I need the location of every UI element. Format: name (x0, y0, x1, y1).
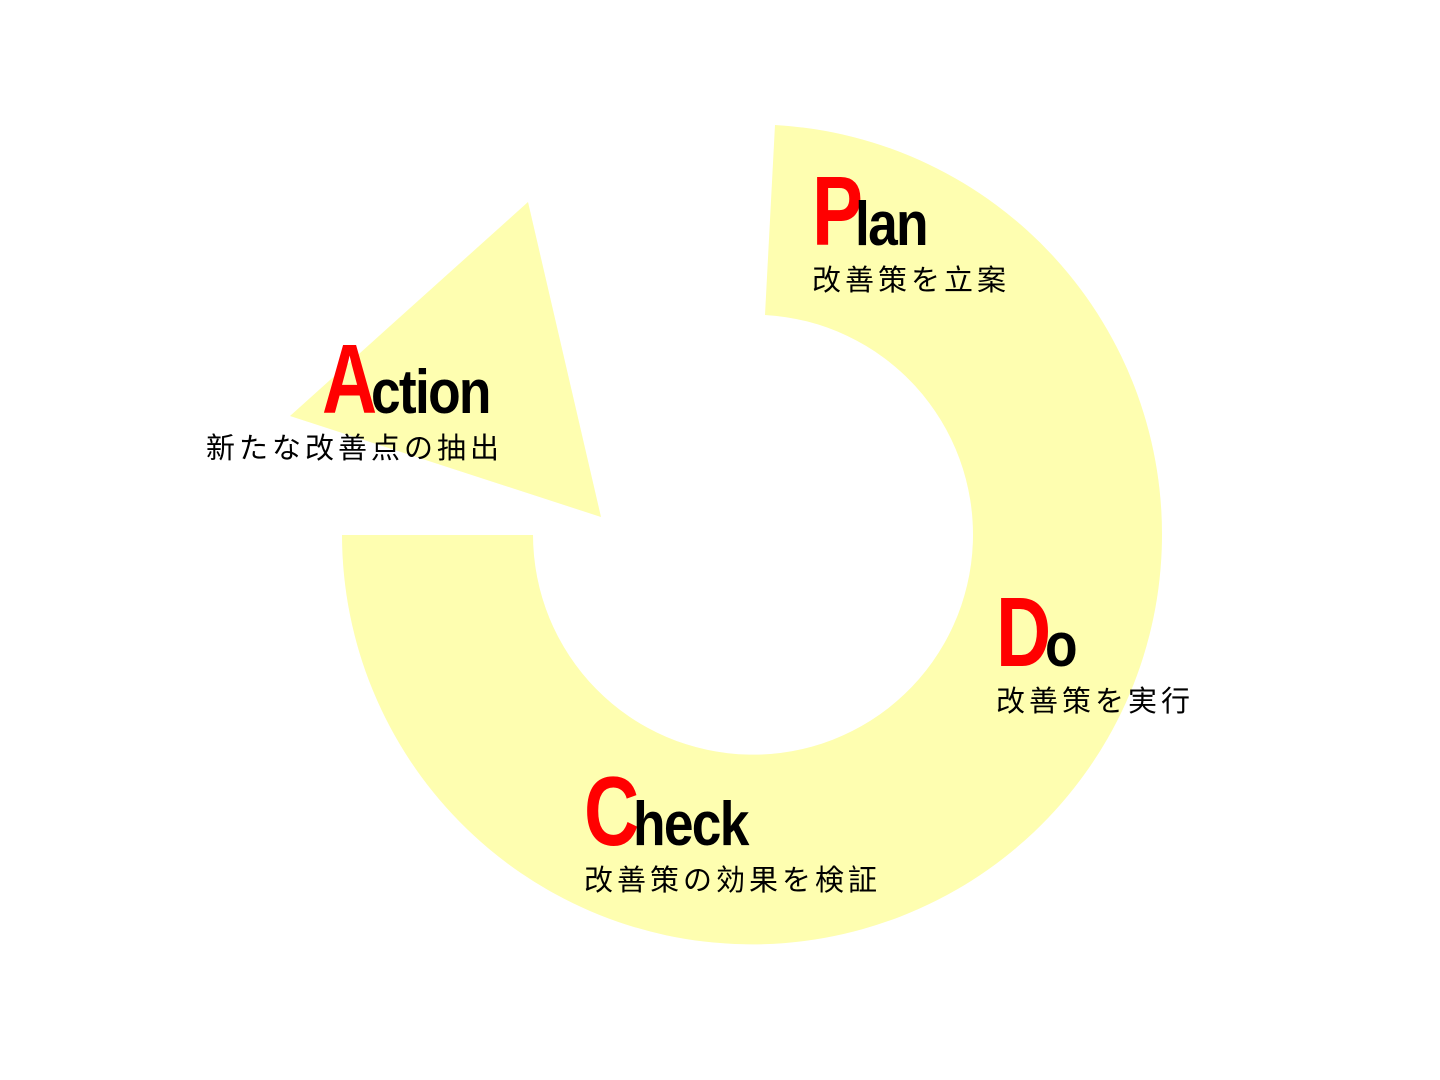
check-initial-letter: C (584, 756, 639, 866)
action-stage: Action 新たな改善点の抽出 (206, 330, 509, 463)
check-description: 改善策の効果を検証 (584, 863, 882, 897)
circular-arrow-shape (342, 125, 1162, 945)
do-stage: Do 改善策を実行 (996, 583, 1194, 716)
do-title: Do (996, 583, 1194, 681)
check-stage: Check 改善策の効果を検証 (584, 762, 881, 895)
do-description: 改善策を実行 (996, 684, 1195, 718)
arrow-head (290, 202, 601, 517)
action-title: Action (322, 330, 509, 428)
plan-description: 改善策を立案 (812, 263, 1011, 297)
plan-title-rest: lan (855, 190, 929, 259)
do-title-rest: o (1044, 611, 1078, 680)
do-initial-letter: D (996, 577, 1051, 687)
plan-initial-letter: P (812, 156, 863, 266)
action-description: 新たな改善点の抽出 (206, 431, 504, 465)
action-title-rest: ction (370, 358, 491, 427)
plan-title: Plan (812, 162, 1010, 260)
check-title-rest: heck (632, 790, 749, 859)
check-title: Check (584, 762, 881, 860)
plan-stage: Plan 改善策を立案 (812, 162, 1010, 295)
action-initial-letter: A (322, 324, 377, 434)
